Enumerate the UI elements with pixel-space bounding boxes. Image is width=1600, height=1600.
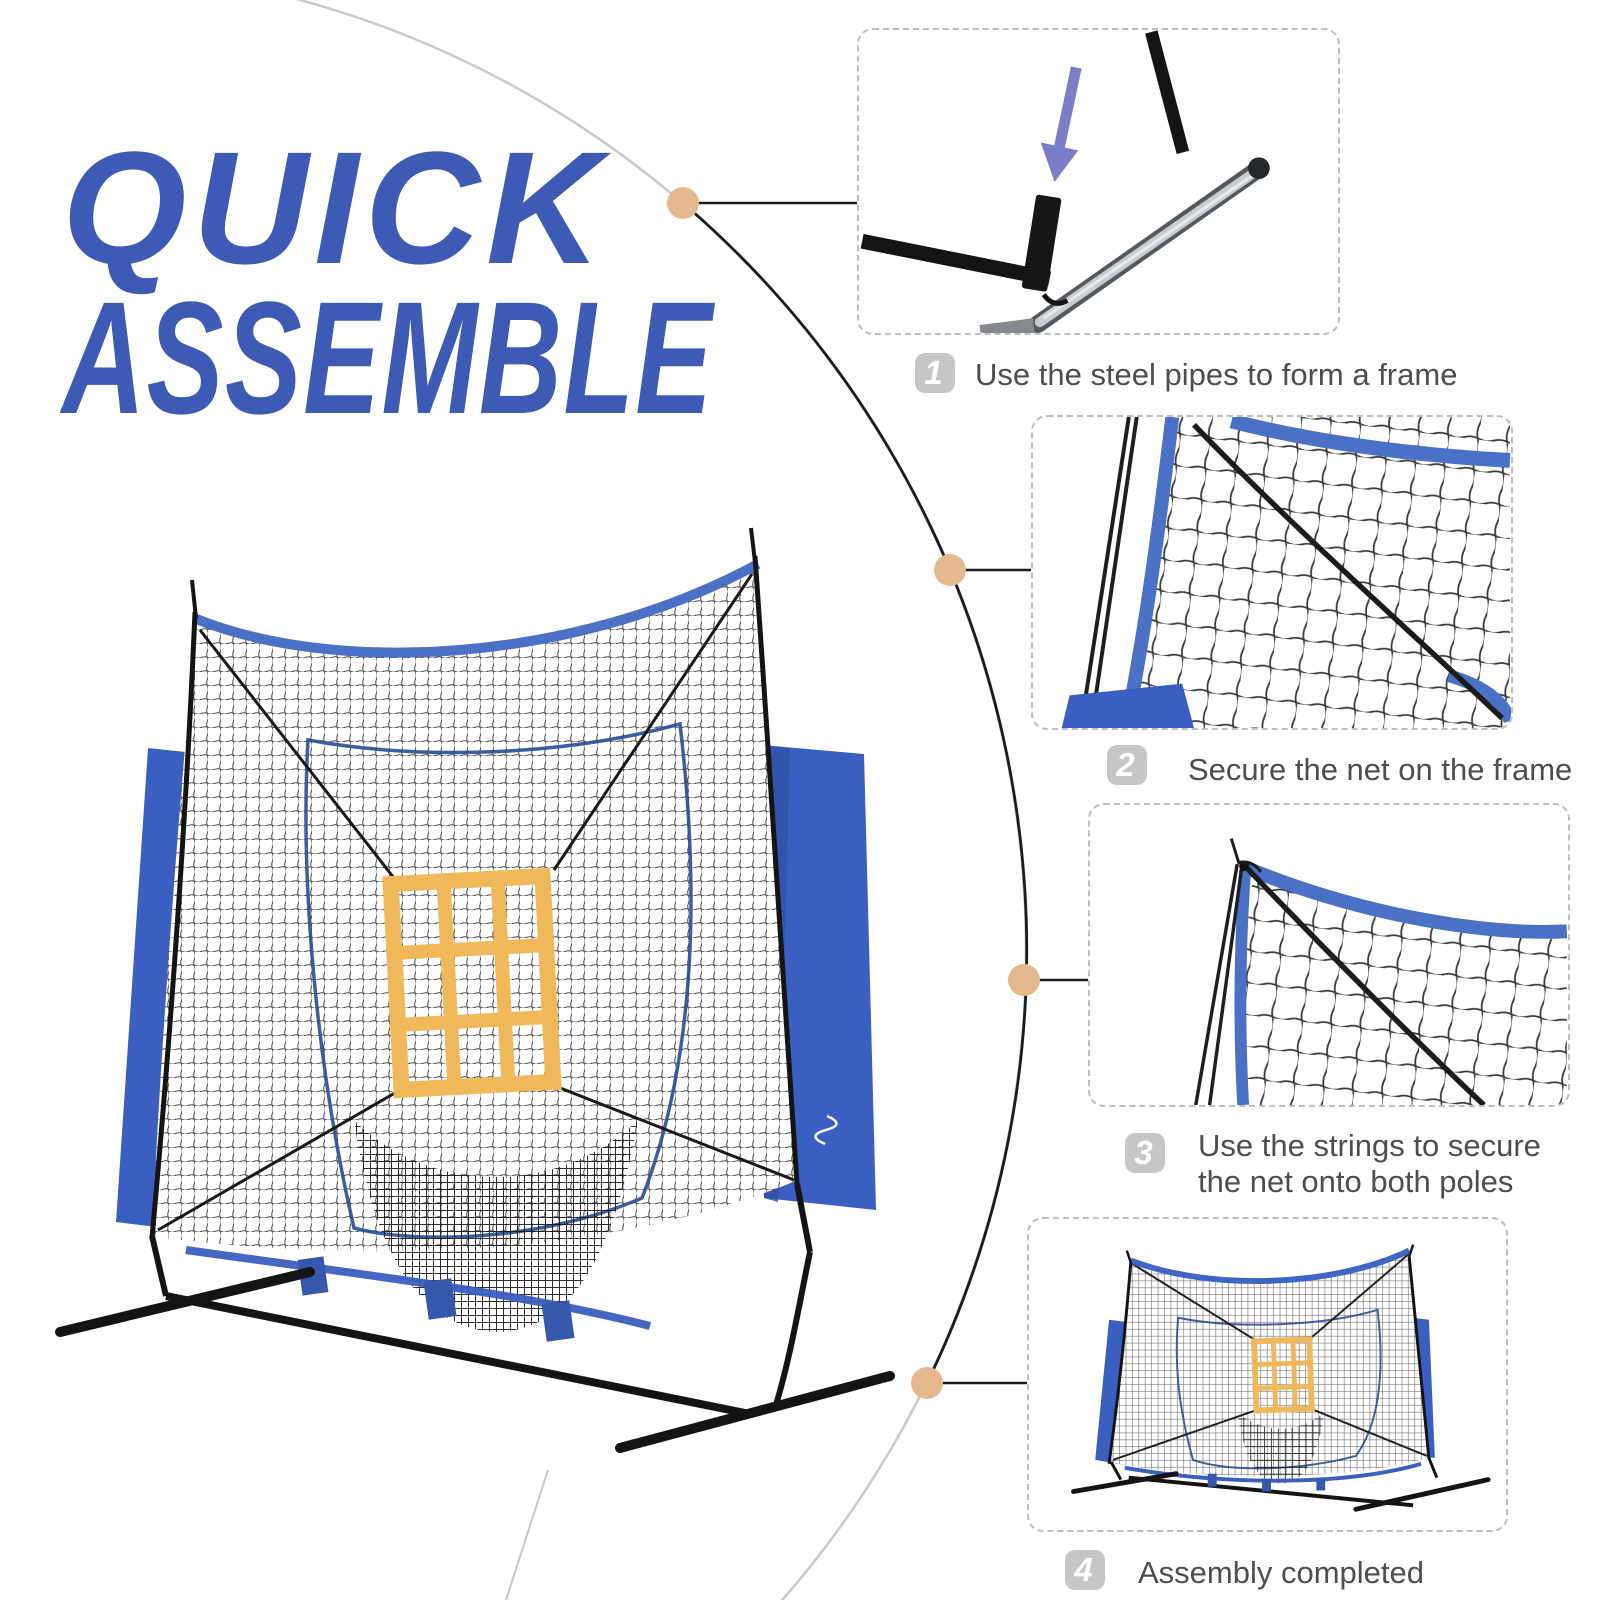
pipe-end-cap — [1248, 157, 1270, 180]
assembly-flow-arc — [294, 0, 1029, 1600]
mini-cords — [1112, 1253, 1428, 1461]
down-arrow-icon — [1040, 66, 1082, 182]
corner-connector — [1021, 194, 1062, 292]
mini-strike-zone-target — [1250, 1336, 1315, 1414]
step-3-caption-line2: the net onto both poles — [1198, 1164, 1514, 1199]
side-blue-trim — [1120, 417, 1180, 725]
securing-string — [1245, 866, 1486, 1105]
step-4-caption: Assembly completed — [1138, 1555, 1425, 1590]
net-top-trim — [192, 559, 761, 658]
connection-dot-step3 — [1008, 964, 1040, 996]
top-blue-trim — [1229, 417, 1511, 468]
inner-net-outline — [304, 721, 693, 1239]
corner-fabric — [1061, 683, 1195, 728]
mini-frame — [1107, 1244, 1431, 1465]
frame-base — [55, 1183, 895, 1600]
step-3-caption-line1: Use the strings to secure — [1198, 1128, 1541, 1163]
mini-straps — [1207, 1473, 1326, 1492]
mini-net-pocket — [1237, 1412, 1325, 1484]
step-3-caption: Use the strings to secure the net onto b… — [1198, 1128, 1541, 1200]
title-line-2: ASSEMBLE — [62, 268, 714, 448]
step-4-number: 4 — [1074, 1551, 1093, 1588]
step-3-photo — [1088, 803, 1570, 1107]
strike-zone-target — [382, 867, 562, 1099]
connection-dot-step1 — [667, 187, 699, 219]
securing-cord — [1192, 423, 1504, 721]
page-title: QUICK ASSEMBLE — [62, 118, 967, 448]
step-2-photo — [1031, 415, 1513, 730]
top-blue-trim — [1244, 861, 1568, 939]
practice-net-body — [152, 566, 798, 1332]
strings-on-pole-illustration — [1194, 838, 1568, 1105]
step-2-badge: 2 — [1107, 745, 1147, 785]
loose-pipe — [1145, 30, 1190, 155]
frame-pole — [1194, 863, 1239, 1105]
main-product-image — [55, 527, 895, 1600]
step-1-photo — [857, 28, 1340, 335]
net-on-frame-illustration — [1061, 417, 1511, 728]
connection-dot-step4 — [911, 1367, 943, 1399]
frame-poles — [149, 527, 800, 1239]
net-mesh — [1124, 417, 1510, 728]
tension-cords — [157, 573, 795, 1232]
net-pocket — [354, 1120, 638, 1332]
step-2-number: 2 — [1116, 746, 1135, 783]
step-2-caption: Secure the net on the frame — [1188, 752, 1573, 787]
title-line-1: QUICK — [62, 118, 608, 298]
side-blue-trim — [1234, 869, 1252, 1105]
mini-top-trim — [1129, 1247, 1411, 1285]
brand-logo-script-right — [814, 1114, 838, 1146]
step-1-caption: Use the steel pipes to form a frame — [975, 357, 1458, 392]
steel-pipes-illustration — [860, 30, 1270, 333]
mini-base — [1071, 1457, 1491, 1512]
frame-pole — [1081, 417, 1131, 712]
horizontal-pipe — [860, 233, 1052, 286]
connector-hook — [1041, 292, 1069, 306]
step-1-badge: 1 — [915, 353, 955, 393]
step-4-badge: 4 — [1065, 1550, 1105, 1590]
step-4-photo — [1027, 1217, 1508, 1532]
step-3-badge: 3 — [1125, 1133, 1165, 1173]
connection-dots — [667, 187, 1040, 1399]
step-1-number: 1 — [924, 354, 943, 391]
connection-dot-step2 — [934, 554, 966, 586]
assembled-net-illustration — [1071, 1244, 1491, 1512]
guy-line — [505, 1469, 549, 1600]
step-3-number: 3 — [1134, 1134, 1153, 1171]
